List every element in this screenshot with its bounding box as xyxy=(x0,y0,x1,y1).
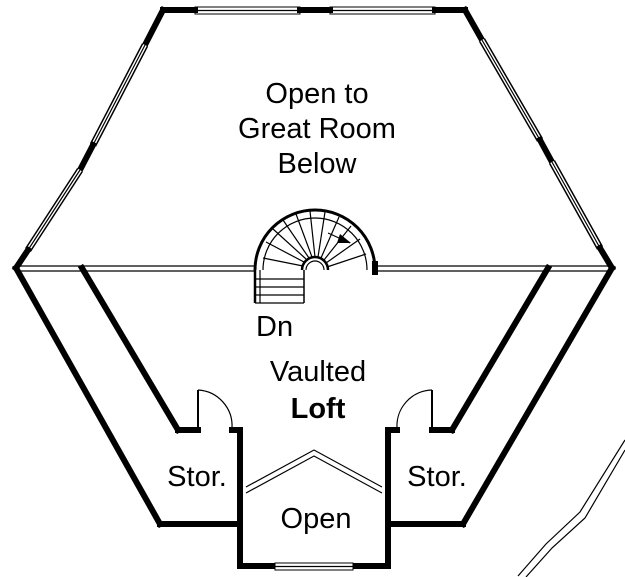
open-to-label-line1: Open to xyxy=(265,78,368,110)
site-line xyxy=(517,439,625,577)
spiral-stair xyxy=(253,208,378,304)
left-storage-door[interactable] xyxy=(197,389,233,430)
upper-hexagon xyxy=(11,5,617,273)
stair-down-label: Dn xyxy=(256,311,293,343)
right-storage-door[interactable] xyxy=(396,389,433,430)
open-to-label-line2: Great Room xyxy=(238,113,396,145)
loft-label-line2: Loft xyxy=(291,393,346,425)
open-to-label-line3: Below xyxy=(278,148,358,180)
loft-label-line1: Vaulted xyxy=(270,356,366,388)
stair-arrow-icon xyxy=(337,234,351,243)
lower-walls xyxy=(11,263,617,571)
open-bay-label: Open xyxy=(281,503,352,535)
storage-left-label: Stor. xyxy=(167,461,227,493)
storage-right-label: Stor. xyxy=(407,461,467,493)
